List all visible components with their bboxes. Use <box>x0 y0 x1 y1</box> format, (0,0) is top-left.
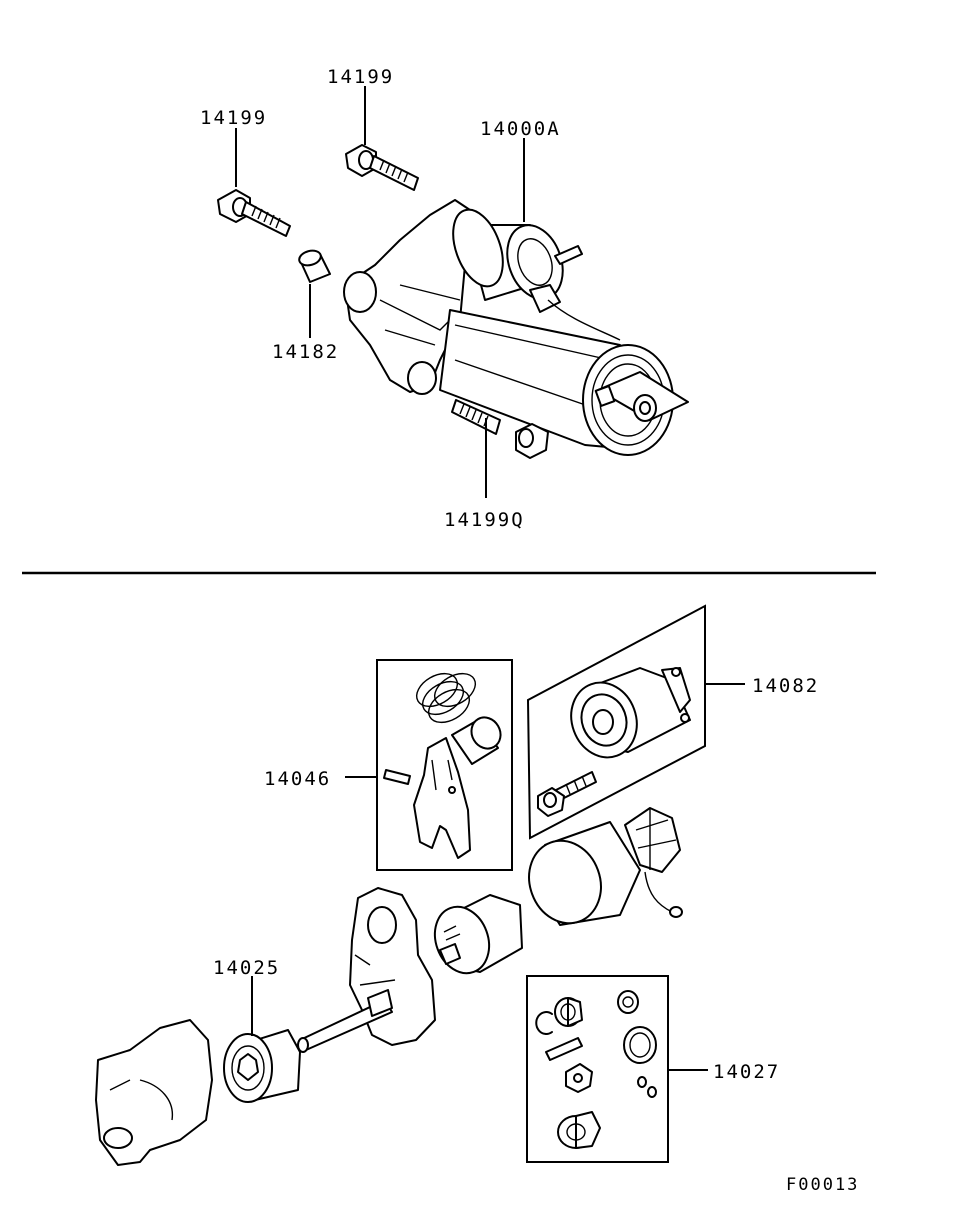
brush-kit <box>526 975 669 1163</box>
label-bushing: 14182 <box>272 341 339 363</box>
label-solenoid-switch: 14082 <box>752 675 819 697</box>
bolt-top-part <box>345 144 419 191</box>
label-bolt-top: 14199 <box>327 66 394 88</box>
bolt-bottom-part <box>451 399 549 459</box>
label-pinion-drive: 14025 <box>213 957 280 979</box>
label-lever-kit: 14046 <box>264 768 331 790</box>
lever-kit <box>376 659 513 871</box>
pinion-drive-part <box>223 1029 301 1103</box>
label-bolt-bottom: 14199Q <box>444 509 525 531</box>
label-brush-kit: 14027 <box>713 1061 780 1083</box>
front-housing-part <box>95 1019 213 1166</box>
armature-part <box>433 894 523 975</box>
label-bolt-left: 14199 <box>200 107 267 129</box>
bushing-part <box>298 249 331 283</box>
yoke-part <box>528 807 683 926</box>
starter-assembly-part <box>343 199 689 456</box>
diagram-reference-code: F00013 <box>786 1175 859 1195</box>
bolt-left-part <box>217 189 291 237</box>
housing-plate-part <box>297 887 436 1053</box>
label-starter-assembly: 14000A <box>480 118 561 140</box>
solenoid-switch-kit <box>526 604 706 840</box>
